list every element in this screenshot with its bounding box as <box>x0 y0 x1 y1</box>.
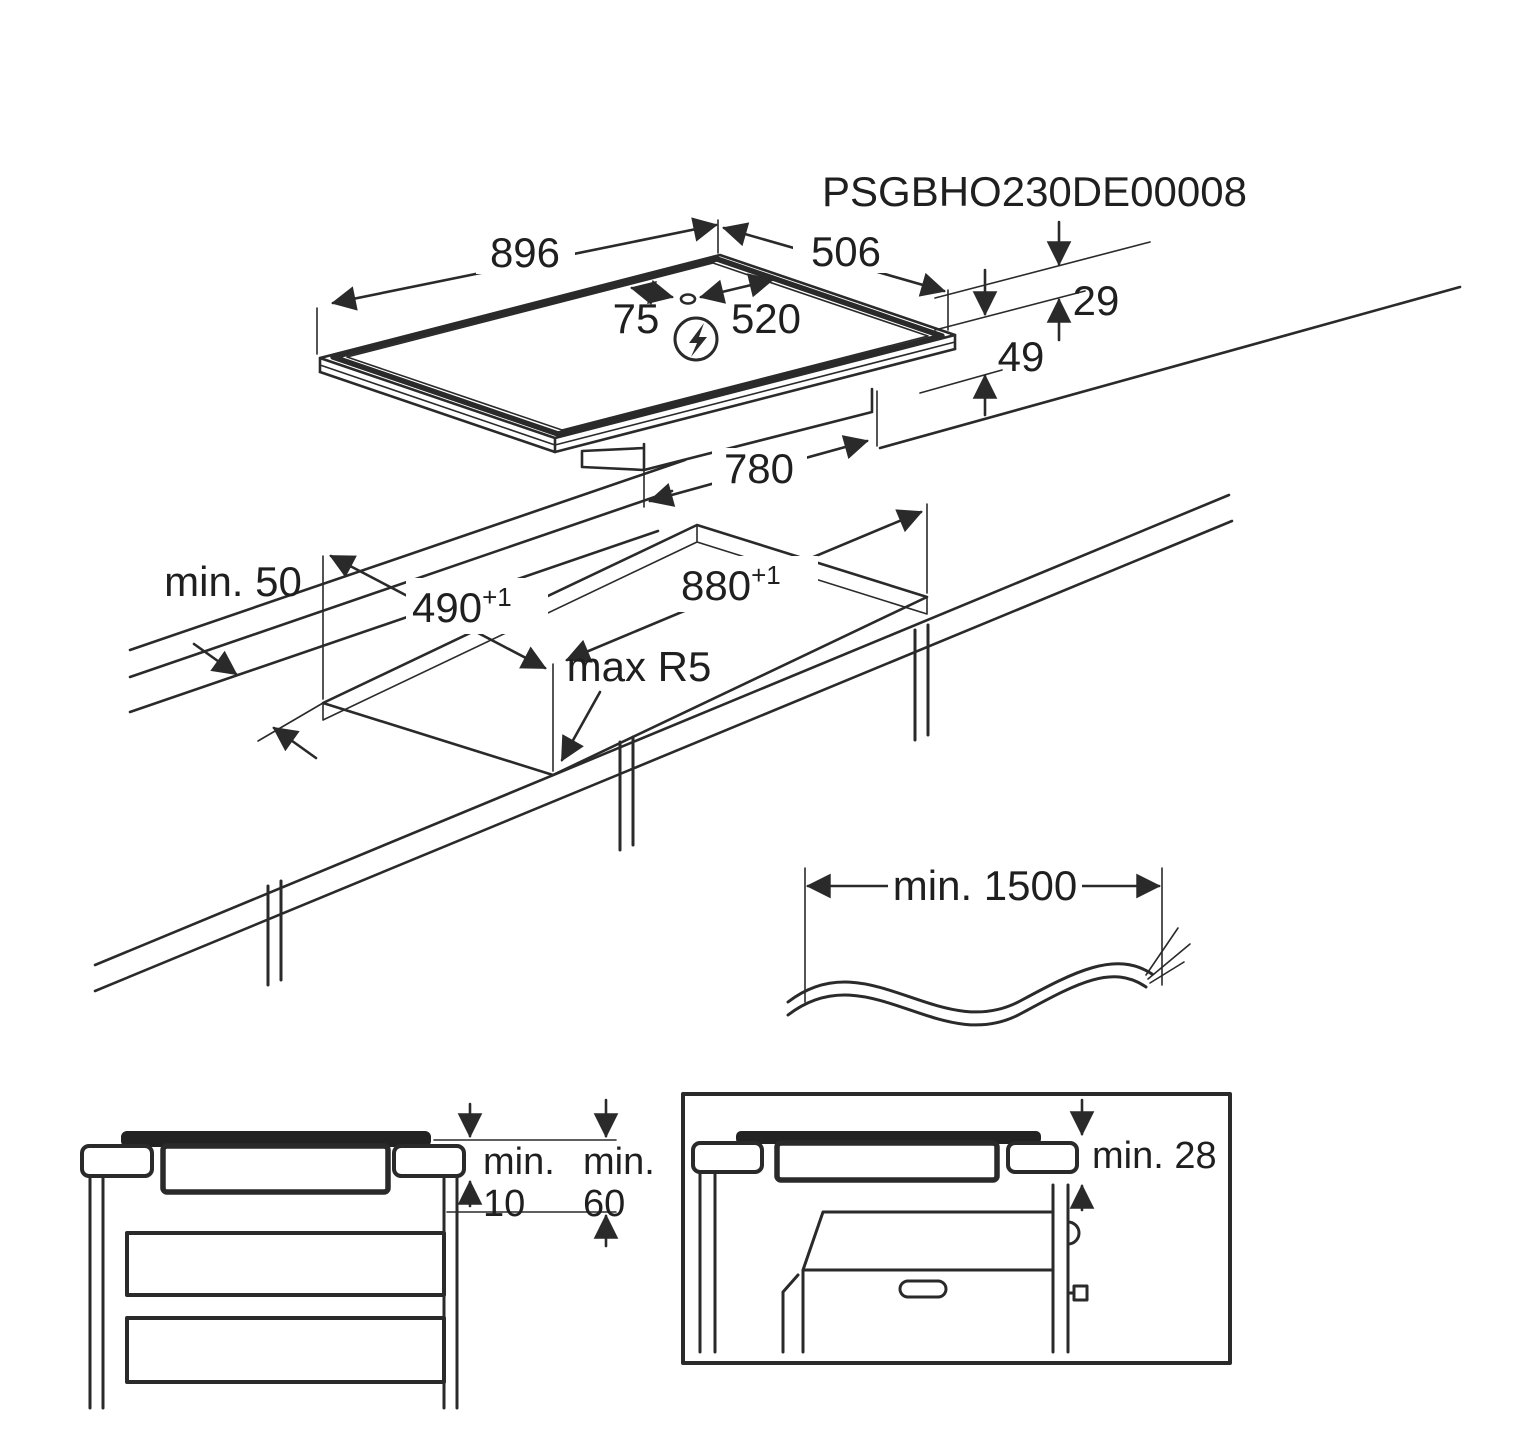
drawer-clearance-section: min. 10 min. 60 <box>80 1098 655 1410</box>
cabinet-sides <box>88 1174 459 1410</box>
cabinet-legs <box>266 623 930 987</box>
worktop-left-section-2 <box>691 1141 764 1174</box>
corner-radius-leader <box>560 690 602 762</box>
section-frame <box>681 1092 1232 1365</box>
dim-underbox-780: 780 <box>724 445 794 492</box>
dim-height-49: 49 <box>998 333 1045 380</box>
hob-glass-frame-band <box>330 256 945 437</box>
dim-line-75 <box>630 279 674 306</box>
dim-height-29: 29 <box>1073 277 1120 324</box>
worktop-right-section-2 <box>1006 1141 1079 1174</box>
cabinet-side-left-2 <box>698 1170 717 1354</box>
label-min-28: min. 28 <box>1092 1135 1217 1177</box>
dim-cutout-depth: 490+1 <box>412 582 512 631</box>
cutout-isometric-view: min. 50 490+1 880+1 max R5 <box>93 458 1234 993</box>
label-min-10-value: 10 <box>483 1183 525 1225</box>
hob-body-section-2 <box>774 1140 1000 1183</box>
label-min-60-value: 60 <box>583 1183 625 1225</box>
dim-depth-506: 506 <box>811 228 881 275</box>
cable-gland-icon <box>679 293 697 305</box>
hob-glass-inner-edge <box>346 262 929 431</box>
oven-clearance-section: min. 28 <box>681 1092 1232 1365</box>
dim-cable-length: min. 1500 <box>893 862 1077 909</box>
dim-cable-520: 520 <box>731 295 801 342</box>
oven-body <box>781 1183 1089 1354</box>
hob-body-section <box>160 1143 391 1195</box>
worktop-left-section <box>80 1144 154 1178</box>
oven-knob-icon <box>1072 1284 1089 1302</box>
label-min-60-word: min. <box>583 1141 655 1183</box>
dim-line-520 <box>699 273 774 304</box>
dim-cutout-width: 880+1 <box>681 560 781 609</box>
oven-hinge-icon <box>1066 1220 1081 1246</box>
power-supply-icon <box>673 316 719 362</box>
dim-rear-clearance: min. 50 <box>164 558 302 605</box>
top-isometric-view: 896 506 75 520 29 49 780 <box>316 217 1462 508</box>
dim-cable-75: 75 <box>613 295 660 342</box>
label-min-10-word: min. <box>483 1141 555 1183</box>
cable-wire-ends <box>1145 927 1191 984</box>
label-corner-radius: max R5 <box>567 643 712 690</box>
worktop-right-section <box>392 1144 466 1178</box>
drawer-top <box>125 1231 446 1297</box>
cable-length-sketch: min. 1500 <box>786 860 1191 1027</box>
mains-cable <box>786 927 1191 1027</box>
dim-width-896: 896 <box>490 229 560 276</box>
worktop-edge-line <box>878 285 1462 450</box>
drawer-bottom <box>125 1316 446 1384</box>
hob-underbox <box>580 387 874 472</box>
drawing-code: PSGBHO230DE00008 <box>822 168 1247 215</box>
hob-glass-bottom-edge <box>318 347 957 454</box>
lightning-bolt-icon <box>689 323 707 357</box>
oven-handle-icon <box>898 1279 948 1299</box>
